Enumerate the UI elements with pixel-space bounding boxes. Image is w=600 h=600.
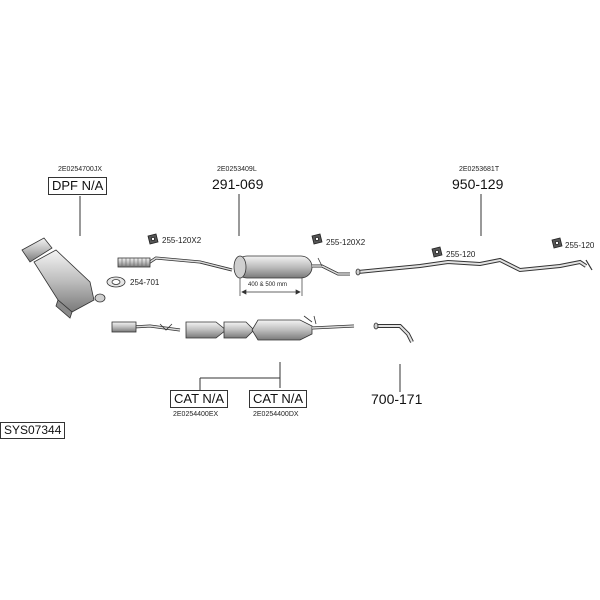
tail-part-number: 700-171 — [371, 391, 423, 407]
hanger-ref-c: 255-120 — [446, 250, 476, 259]
dimension-arrow — [239, 278, 303, 296]
hanger-ref-d: 255-120 — [565, 241, 595, 250]
leader-lines — [79, 194, 482, 392]
cat2-na-label: CAT N/A — [249, 390, 308, 408]
dpf-code-label: 2E0254700JX — [58, 166, 102, 173]
hanger-icon — [147, 233, 563, 258]
rear-pipe — [355, 257, 593, 276]
tail-pipe-part — [373, 322, 414, 343]
middle-code-label: 2E0253409L — [217, 166, 257, 173]
catalyst-section — [111, 315, 355, 341]
gasket-ref: 254-701 — [130, 278, 160, 287]
middle-part-number: 291-069 — [212, 176, 264, 192]
gasket-part — [106, 276, 126, 288]
cat1-code-label: 2E0254400EX — [173, 411, 219, 418]
cat1-na-label: CAT N/A — [170, 390, 229, 408]
middle-silencer — [117, 255, 350, 279]
dpf-unit — [21, 237, 106, 319]
hanger-ref-b: 255-120X2 — [326, 238, 366, 247]
rear-code-label: 2E0253681T — [459, 166, 500, 173]
dpf-na-label: DPF N/A — [48, 177, 108, 195]
hanger-ref-a: 255-120X2 — [162, 236, 202, 245]
cat2-code-label: 2E0254400DX — [253, 411, 299, 418]
system-id-label: SYS07344 — [0, 422, 66, 439]
length-note: 400 & 500 mm — [248, 282, 288, 288]
rear-part-number: 950-129 — [452, 176, 504, 192]
